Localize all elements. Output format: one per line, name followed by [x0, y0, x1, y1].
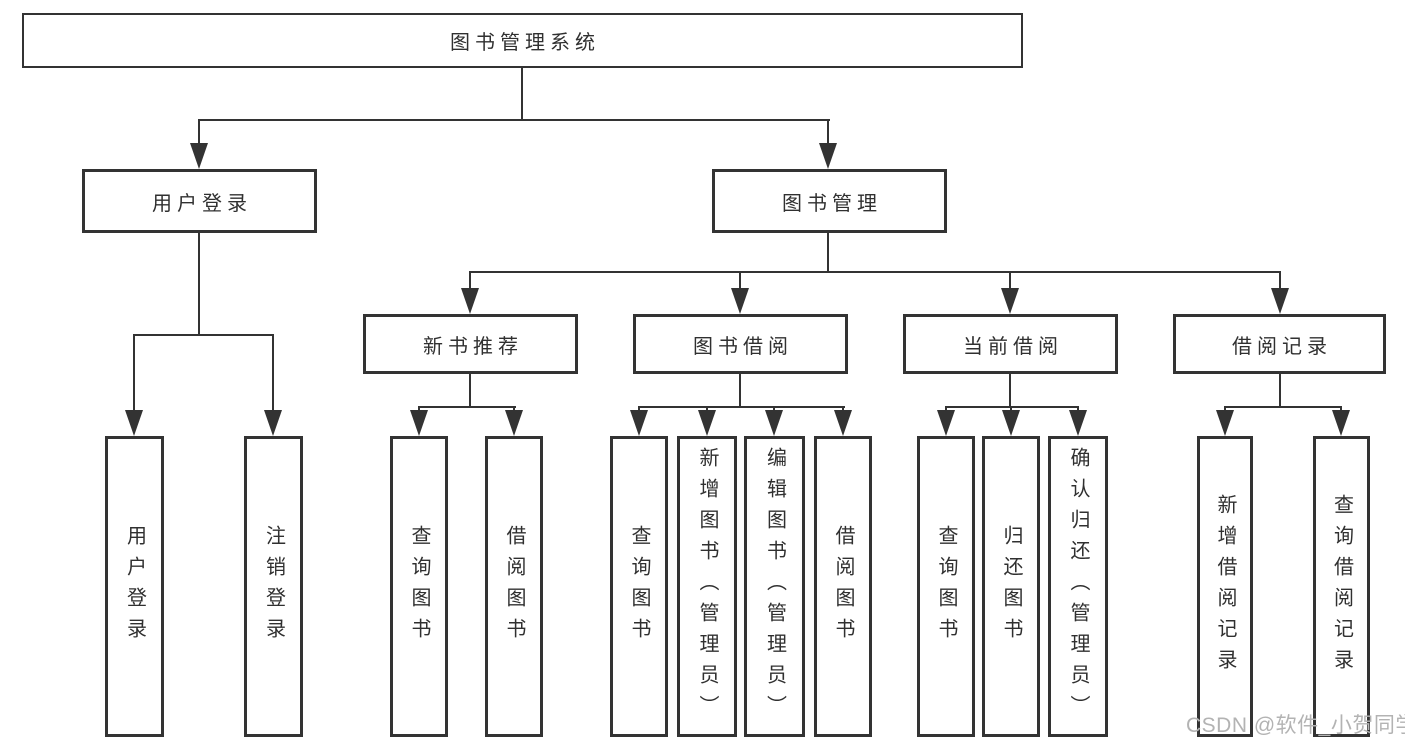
leaf-borrow-query-label: 查询图书	[628, 524, 650, 649]
node-library-system-label: 图书管理系统	[450, 32, 600, 54]
leaf-records-query-label: 查询借阅记录	[1330, 493, 1353, 680]
node-book-borrow: 图书借阅	[633, 314, 848, 374]
connector-login-hline	[133, 334, 274, 336]
leaf-newbook-borrow-label: 借阅图书	[503, 524, 525, 649]
leaf-current-return-label: 归还图书	[1000, 524, 1022, 649]
connector-borrow-drop-4	[842, 406, 844, 412]
node-library-system: 图书管理系统	[22, 13, 1023, 68]
leaf-borrow-edit-admin-label: 编辑图书（管理员）	[763, 447, 786, 726]
leaf-borrow-query: 查询图书	[610, 436, 668, 737]
leaf-current-confirm-admin: 确认归还（管理员）	[1048, 436, 1108, 737]
connector-root-hline	[198, 119, 830, 121]
leaf-newbook-query-label: 查询图书	[408, 524, 430, 649]
node-current-borrow-label: 当前借阅	[963, 335, 1063, 358]
connector-newbook-hline	[418, 406, 516, 408]
connector-current-drop-3	[1077, 406, 1079, 412]
arrowhead-to-user-login	[190, 143, 208, 169]
leaf-user-login-label: 用户登录	[123, 524, 146, 649]
arrowhead-to-new-book-recommend	[461, 288, 479, 314]
connector-borrow-drop-3	[773, 406, 775, 412]
leaf-user-login: 用户登录	[105, 436, 164, 737]
connector-newbook-drop-2	[513, 406, 515, 412]
arrowhead-to-borrow-book	[834, 410, 852, 436]
node-book-borrow-label: 图书借阅	[693, 335, 793, 358]
connector-manage-stub	[827, 233, 829, 273]
node-borrow-records: 借阅记录	[1173, 314, 1386, 374]
leaf-records-add: 新增借阅记录	[1197, 436, 1253, 737]
arrowhead-to-current-return	[1002, 410, 1020, 436]
connector-lv2-drop-3	[1009, 271, 1011, 290]
node-user-login: 用户登录	[82, 169, 317, 233]
arrowhead-to-leaf-logout	[264, 410, 282, 436]
node-borrow-records-label: 借阅记录	[1232, 335, 1332, 358]
connector-lv2-drop-1	[469, 271, 471, 290]
leaf-borrow-book-label: 借阅图书	[832, 524, 854, 649]
arrowhead-to-newbook-borrow	[505, 410, 523, 436]
arrowhead-to-records-query	[1332, 410, 1350, 436]
connector-current-stub	[1009, 374, 1011, 408]
connector-newbook-drop-1	[418, 406, 420, 412]
leaf-records-query: 查询借阅记录	[1313, 436, 1370, 737]
connector-login-stub	[198, 233, 200, 336]
leaf-borrow-add-admin-label: 新增图书（管理员）	[696, 447, 718, 726]
leaf-current-query-label: 查询图书	[935, 524, 957, 649]
node-current-borrow: 当前借阅	[903, 314, 1118, 374]
connector-records-stub	[1279, 374, 1281, 408]
arrowhead-to-book-manage	[819, 143, 837, 169]
connector-borrow-hline	[638, 406, 845, 408]
connector-lv2-drop-4	[1279, 271, 1281, 290]
connector-borrow-drop-1	[638, 406, 640, 412]
leaf-borrow-book: 借阅图书	[814, 436, 872, 737]
leaf-logout-label: 注销登录	[262, 524, 285, 649]
connector-current-hline	[945, 406, 1079, 408]
connector-login-drop	[198, 119, 200, 145]
arrowhead-to-borrow-query	[630, 410, 648, 436]
arrowhead-to-leaf-user-login	[125, 410, 143, 436]
leaf-logout: 注销登录	[244, 436, 303, 737]
arrowhead-to-current-confirm	[1069, 410, 1087, 436]
connector-lv2-drop-2	[739, 271, 741, 290]
arrowhead-to-borrow-add	[698, 410, 716, 436]
connector-manage-drop	[827, 119, 829, 145]
connector-records-drop-2	[1340, 406, 1342, 412]
leaf-newbook-borrow: 借阅图书	[485, 436, 543, 737]
arrowhead-to-book-borrow	[731, 288, 749, 314]
connector-manage-hline	[469, 271, 1281, 273]
connector-login-child1-drop	[133, 334, 135, 412]
connector-root-stub	[521, 68, 523, 121]
node-new-book-recommend: 新书推荐	[363, 314, 578, 374]
leaf-current-confirm-admin-label: 确认归还（管理员）	[1067, 447, 1089, 726]
arrowhead-to-current-borrow	[1001, 288, 1019, 314]
leaf-borrow-add-admin: 新增图书（管理员）	[677, 436, 737, 737]
connector-records-hline	[1224, 406, 1342, 408]
arrowhead-to-borrow-records	[1271, 288, 1289, 314]
connector-login-child2-drop	[272, 334, 274, 412]
arrowhead-to-current-query	[937, 410, 955, 436]
leaf-borrow-edit-admin: 编辑图书（管理员）	[744, 436, 805, 737]
connector-newbook-stub	[469, 374, 471, 408]
leaf-current-return: 归还图书	[982, 436, 1040, 737]
connector-current-drop-2	[1010, 406, 1012, 412]
arrowhead-to-borrow-edit	[765, 410, 783, 436]
watermark: CSDN @软件_小贺同学	[1186, 714, 1405, 737]
connector-borrow-stub	[739, 374, 741, 408]
leaf-newbook-query: 查询图书	[390, 436, 448, 737]
connector-borrow-drop-2	[706, 406, 708, 412]
connector-records-drop-1	[1224, 406, 1226, 412]
arrowhead-to-records-add	[1216, 410, 1234, 436]
node-new-book-recommend-label: 新书推荐	[423, 335, 523, 358]
arrowhead-to-newbook-query	[410, 410, 428, 436]
node-book-manage: 图书管理	[712, 169, 947, 233]
connector-current-drop-1	[945, 406, 947, 412]
node-book-manage-label: 图书管理	[782, 192, 882, 215]
leaf-records-add-label: 新增借阅记录	[1214, 493, 1236, 680]
leaf-current-query: 查询图书	[917, 436, 975, 737]
node-user-login-label: 用户登录	[152, 192, 252, 215]
